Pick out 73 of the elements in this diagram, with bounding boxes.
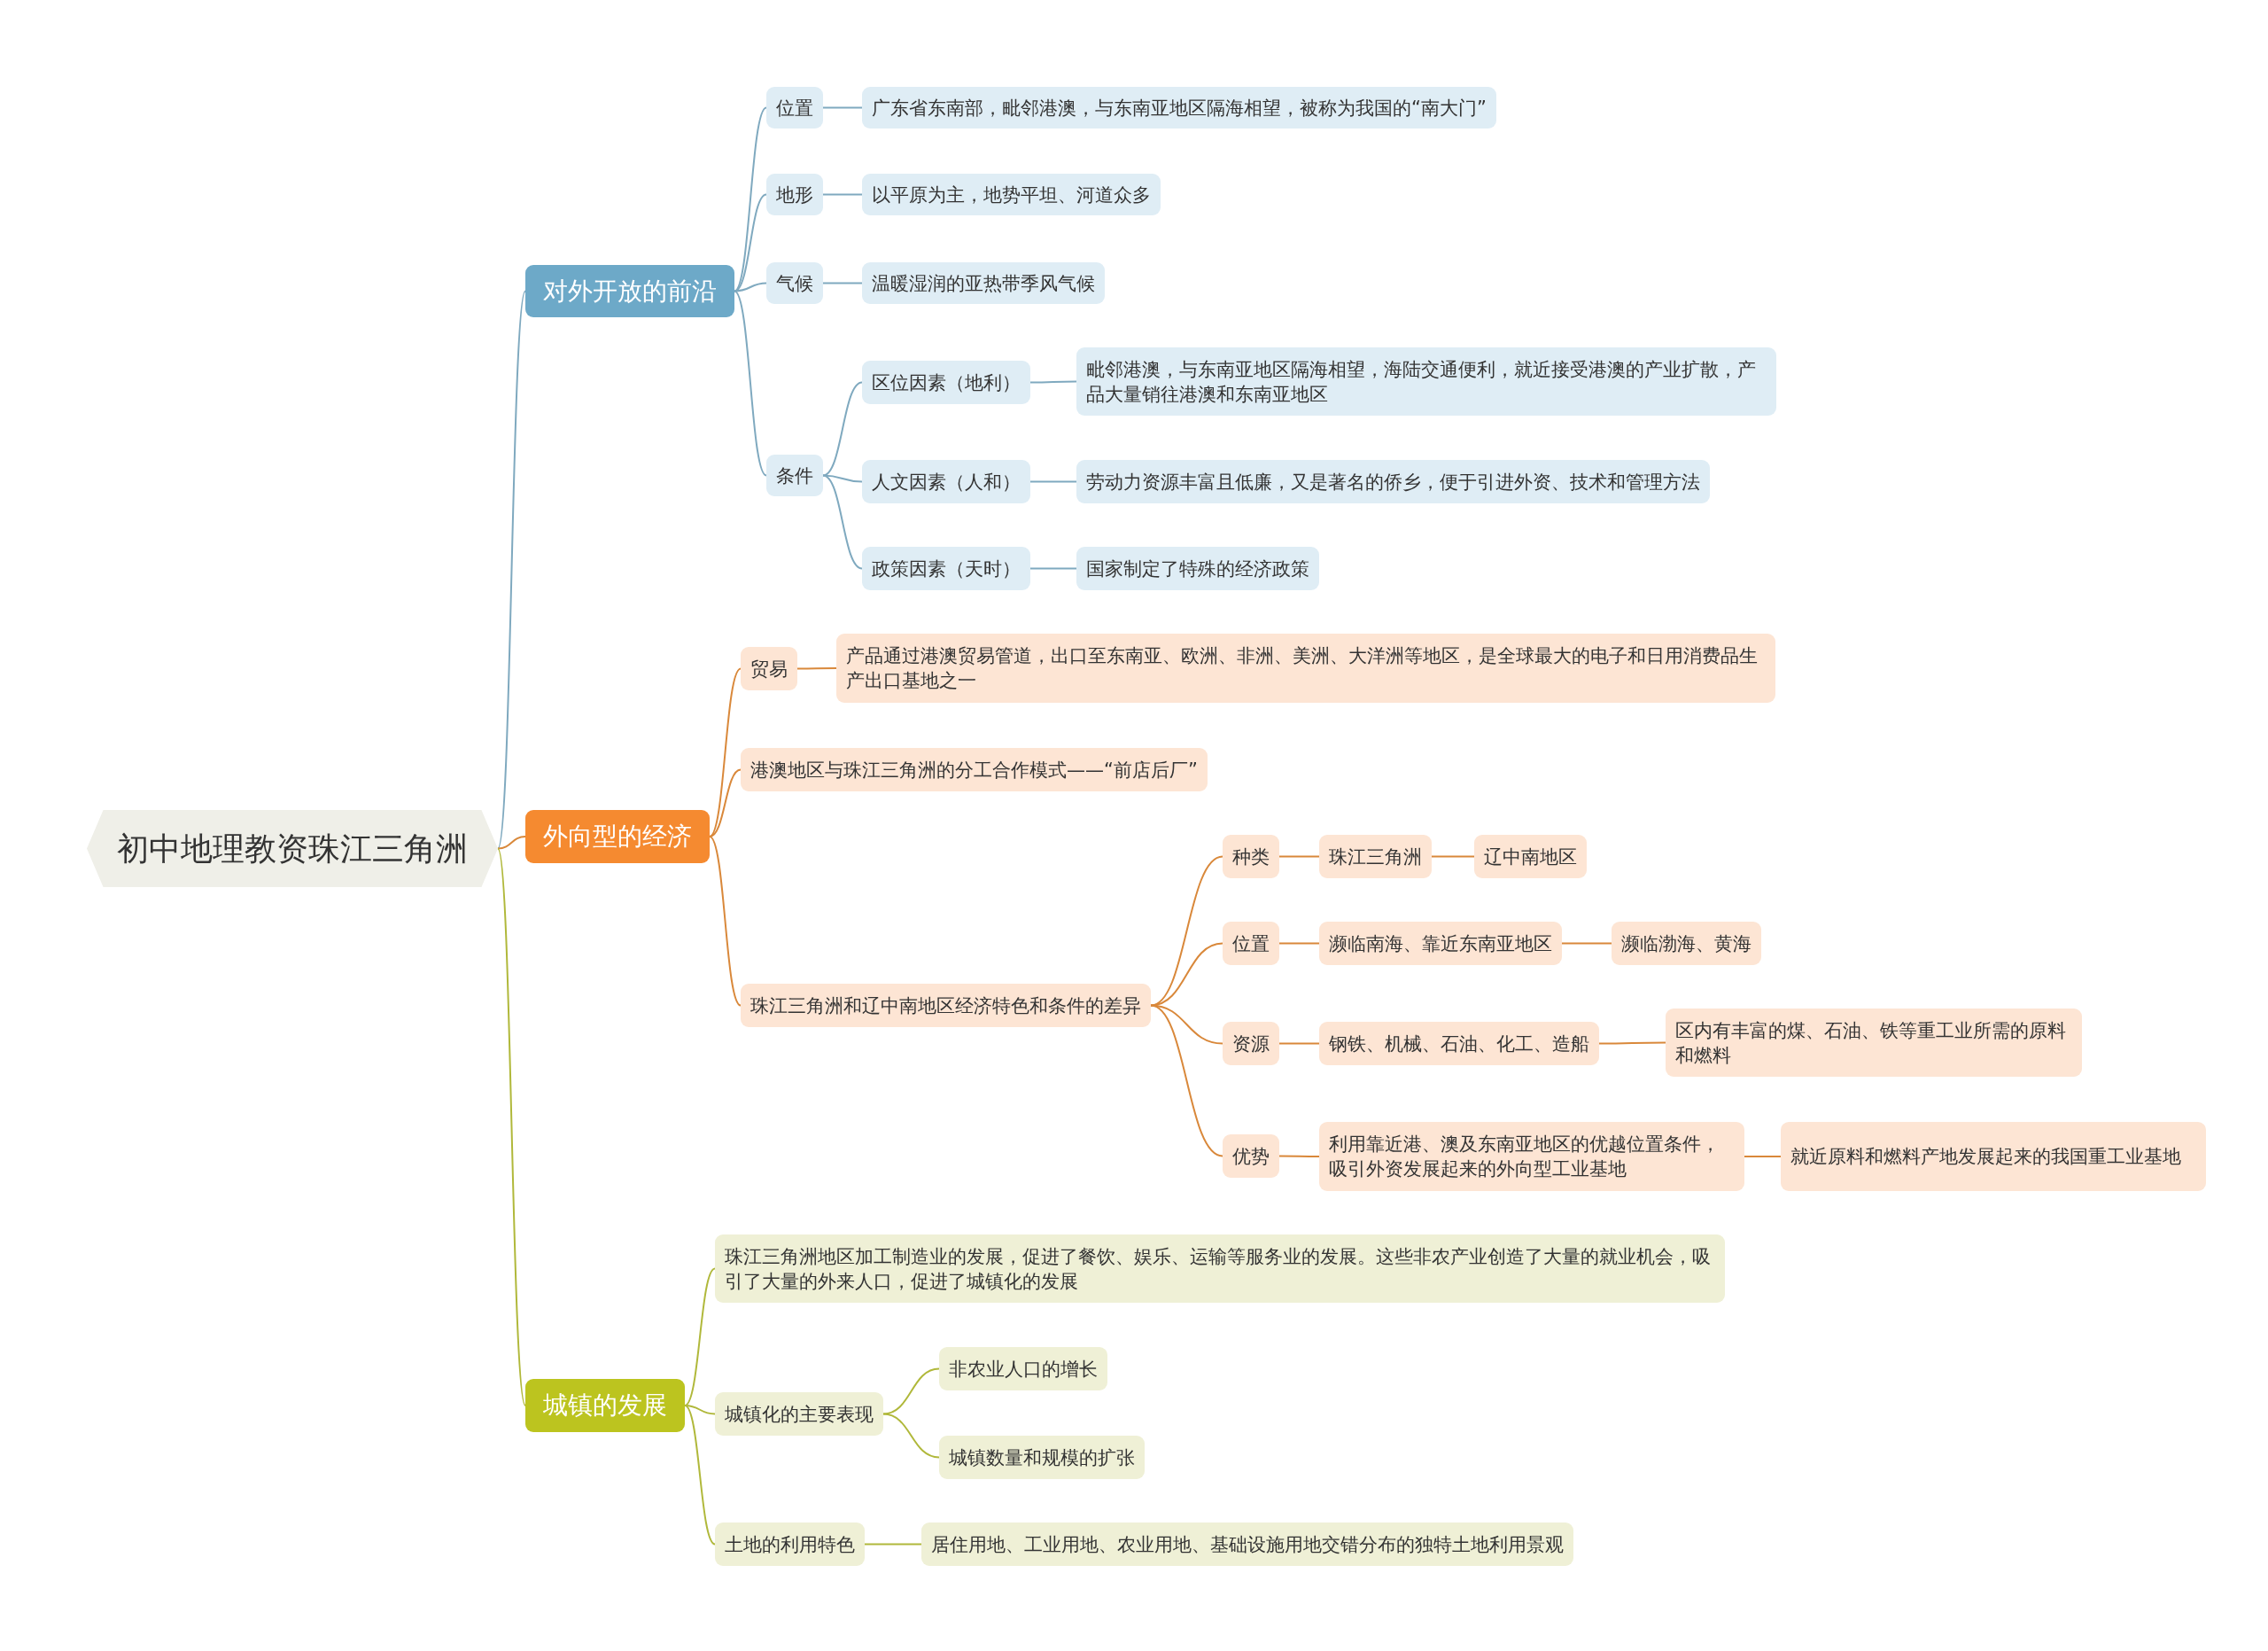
topic-box: 位置 xyxy=(1223,922,1279,965)
connector-line xyxy=(734,290,767,477)
connector-line xyxy=(709,836,742,1007)
connector-line xyxy=(1278,942,1320,945)
connector-line xyxy=(1598,1041,1666,1045)
topic-box: 贸易 xyxy=(741,647,797,690)
topic-box: 濒临渤海、黄海 xyxy=(1612,922,1761,965)
connector-line xyxy=(684,1405,716,1546)
branch-topic: 城镇的发展 xyxy=(525,1379,685,1432)
connector-line xyxy=(822,106,863,109)
topic-box: 国家制定了特殊的经济政策 xyxy=(1076,547,1319,590)
topic-box: 就近原料和燃料产地发展起来的我国重工业基地 xyxy=(1781,1122,2206,1191)
topic-box: 产品通过港澳贸易管道，出口至东南亚、欧洲、非洲、美洲、大洋洲等地区，是全球最大的电子和日用消费品生产出口基地之一 xyxy=(836,634,1775,703)
connector-line xyxy=(1150,942,1223,1007)
topic-box: 位置 xyxy=(766,87,823,128)
topic-box: 珠江三角洲地区加工制造业的发展，促进了餐饮、娱乐、运输等服务业的发展。这些非农产业创造了大量的就业机会，吸引了大量的外来人口，促进了城镇化的发展 xyxy=(715,1234,1725,1303)
topic-box: 以平原为主，地势平坦、河道众多 xyxy=(862,174,1161,215)
connector-line xyxy=(822,282,863,284)
topic-box: 钢铁、机械、石油、化工、造船 xyxy=(1319,1022,1599,1065)
topic-box: 资源 xyxy=(1223,1022,1279,1065)
connector-line xyxy=(1150,1004,1223,1157)
topic-box: 濒临南海、靠近东南亚地区 xyxy=(1319,922,1562,965)
connector-line xyxy=(1744,1156,1782,1157)
branch-topic: 对外开放的前沿 xyxy=(525,265,734,317)
connector-line xyxy=(822,381,863,477)
topic-box: 城镇数量和规模的扩张 xyxy=(939,1436,1145,1479)
connector-line xyxy=(1561,942,1612,945)
topic-box: 港澳地区与珠江三角洲的分工合作模式——“前店后厂” xyxy=(741,748,1208,791)
connector-line xyxy=(1278,855,1320,858)
connector-line xyxy=(497,290,526,850)
connector-line xyxy=(882,1367,940,1415)
connector-line xyxy=(497,836,526,850)
topic-box: 利用靠近港、澳及东南亚地区的优越位置条件，吸引外资发展起来的外向型工业基地 xyxy=(1319,1122,1744,1191)
connector-line xyxy=(684,1405,716,1415)
connector-line xyxy=(822,474,863,570)
topic-box: 土地的利用特色 xyxy=(715,1523,865,1566)
connector-line xyxy=(1029,567,1077,570)
connector-line xyxy=(1278,1042,1320,1045)
topic-box: 地形 xyxy=(766,174,823,215)
branch-topic: 外向型的经济 xyxy=(525,810,710,863)
topic-box: 劳动力资源丰富且低廉，又是著名的侨乡，便于引进外资、技术和管理方法 xyxy=(1076,460,1710,503)
connector-line xyxy=(864,1543,922,1546)
connector-line xyxy=(1431,855,1475,858)
connector-line xyxy=(1278,1155,1320,1157)
topic-box: 广东省东南部，毗邻港澳，与东南亚地区隔海相望，被称为我国的“南大门” xyxy=(862,87,1496,128)
topic-box: 城镇化的主要表现 xyxy=(715,1392,883,1436)
topic-box: 辽中南地区 xyxy=(1474,835,1587,878)
connector-line xyxy=(709,768,742,837)
topic-box: 居住用地、工业用地、农业用地、基础设施用地交错分布的独特土地利用景观 xyxy=(921,1523,1573,1566)
topic-box: 温暖湿润的亚热带季风气候 xyxy=(862,262,1105,304)
connector-line xyxy=(882,1413,940,1459)
topic-box: 气候 xyxy=(766,262,823,304)
topic-box: 种类 xyxy=(1223,835,1279,878)
topic-box: 珠江三角洲和辽中南地区经济特色和条件的差异 xyxy=(741,984,1151,1027)
connector-line xyxy=(709,667,742,837)
topic-box: 珠江三角洲 xyxy=(1319,835,1432,878)
topic-box: 区内有丰富的煤、石油、铁等重工业所需的原料和燃料 xyxy=(1666,1009,2082,1077)
root-topic: 初中地理教资珠江三角洲 xyxy=(87,810,498,887)
topic-box: 优势 xyxy=(1223,1134,1279,1178)
connector-line xyxy=(1029,480,1077,483)
topic-box: 区位因素（地利） xyxy=(862,361,1030,404)
connector-line xyxy=(734,106,767,292)
connector-line xyxy=(1029,380,1077,384)
topic-box: 非农业人口的增长 xyxy=(939,1347,1107,1390)
topic-box: 人文因素（人和） xyxy=(862,460,1030,503)
connector-line xyxy=(822,193,863,196)
connector-line xyxy=(734,282,767,292)
connector-line xyxy=(684,1267,716,1406)
topic-box: 毗邻港澳，与东南亚地区隔海相望，海陆交通便利，就近接受港澳的产业扩散，产品大量销往港澳和东南亚地区 xyxy=(1076,347,1776,416)
connector-line xyxy=(796,667,837,670)
topic-box: 政策因素（天时） xyxy=(862,547,1030,590)
topic-box: 条件 xyxy=(766,455,823,496)
connector-line xyxy=(497,847,526,1406)
